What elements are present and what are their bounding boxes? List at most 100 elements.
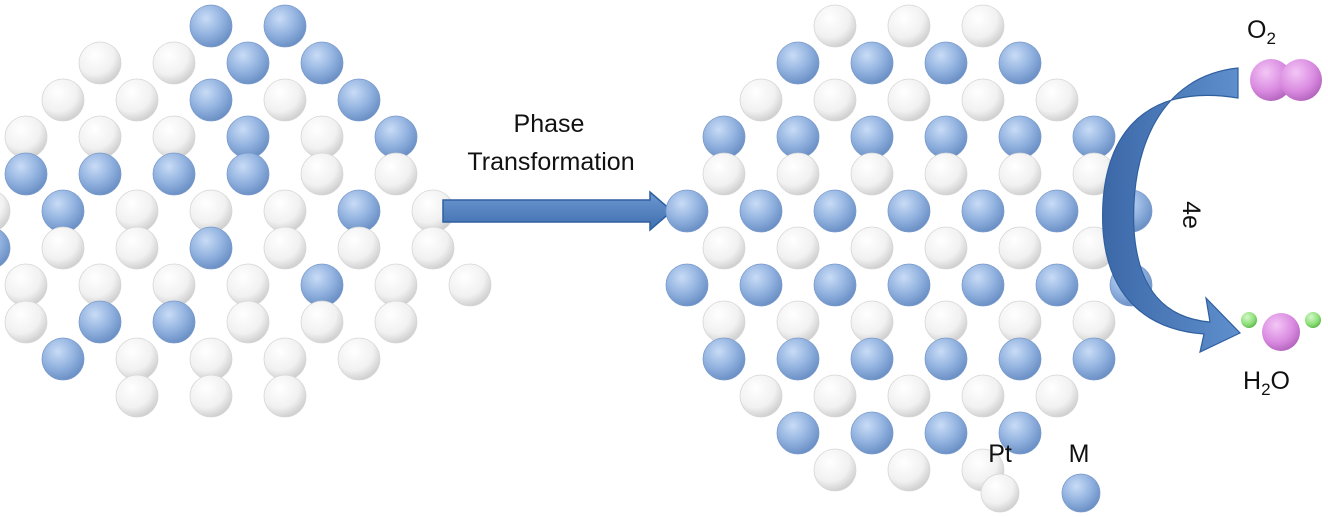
m-atom (41, 189, 85, 233)
pt-atom (263, 78, 307, 122)
m-atom (1072, 337, 1116, 381)
pt-atom (924, 152, 968, 196)
pt-atom (850, 226, 894, 270)
m-atom (813, 189, 857, 233)
m-atom (1035, 189, 1079, 233)
m-atom (924, 41, 968, 85)
pt-atom (813, 78, 857, 122)
pt-atom (776, 226, 820, 270)
m-atom (813, 263, 857, 307)
legend-label-pt: Pt (988, 440, 1012, 468)
pt-atom (448, 263, 492, 307)
pt-atom (115, 226, 159, 270)
m-atom (337, 189, 381, 233)
m-atom (374, 115, 418, 159)
pt-atom (961, 374, 1005, 418)
pt-atom (337, 226, 381, 270)
pt-atom (115, 78, 159, 122)
m-atom (152, 300, 196, 344)
m-atom (739, 263, 783, 307)
m-atom (998, 115, 1042, 159)
pt-atom (998, 300, 1042, 344)
m-atom (998, 411, 1042, 455)
h2o-molecule (1241, 312, 1321, 351)
m-atom (1035, 263, 1079, 307)
pt-atom (0, 192, 11, 230)
legend-swatch-pt (980, 473, 1020, 513)
m-atom (739, 189, 783, 233)
pt-atom (702, 226, 746, 270)
pt-atom (189, 189, 233, 233)
m-atom (924, 411, 968, 455)
pt-atom (887, 78, 931, 122)
pt-atom (887, 374, 931, 418)
m-atom (998, 41, 1042, 85)
m-atom (189, 4, 233, 48)
pt-atom (374, 263, 418, 307)
pt-atom (189, 374, 233, 418)
m-atom (300, 263, 344, 307)
pt-atom (4, 263, 48, 307)
pt-atom (189, 337, 233, 381)
o2-label: O2 (1247, 16, 1276, 48)
m-atom (1072, 115, 1116, 159)
pt-atom (152, 41, 196, 85)
arrow-right-icon (442, 190, 674, 232)
m-atom (998, 337, 1042, 381)
m-atom (189, 226, 233, 270)
pt-atom (887, 4, 931, 48)
pt-atom (115, 189, 159, 233)
pt-atom (263, 337, 307, 381)
m-atom (263, 4, 307, 48)
pt-atom (776, 152, 820, 196)
m-atom (776, 115, 820, 159)
pt-atom (1035, 374, 1079, 418)
m-atom (702, 115, 746, 159)
pt-atom (78, 115, 122, 159)
m-atom (78, 300, 122, 344)
pt-atom (702, 300, 746, 344)
pt-atom (411, 226, 455, 270)
pt-atom (152, 115, 196, 159)
m-atom (78, 152, 122, 196)
m-atom (702, 337, 746, 381)
pt-atom (887, 448, 931, 492)
pt-atom (300, 300, 344, 344)
m-atom (226, 152, 270, 196)
pt-atom (78, 41, 122, 85)
pt-atom (813, 374, 857, 418)
pt-atom (374, 152, 418, 196)
pt-atom (998, 152, 1042, 196)
h2o-label: H2O (1243, 367, 1290, 399)
m-atom (41, 337, 85, 381)
m-atom (152, 152, 196, 196)
m-atom (887, 189, 931, 233)
m-atom (776, 337, 820, 381)
pt-atom (850, 152, 894, 196)
m-atom (226, 115, 270, 159)
pt-atom (337, 337, 381, 381)
pt-atom (41, 226, 85, 270)
m-atom (850, 337, 894, 381)
arrow-label-line1: Phase (514, 110, 585, 138)
pt-atom (263, 189, 307, 233)
pt-atom (961, 4, 1005, 48)
pt-atom (115, 337, 159, 381)
curved-arrow-icon (1102, 67, 1242, 354)
pt-atom (41, 78, 85, 122)
pt-atom (998, 226, 1042, 270)
pt-atom (739, 78, 783, 122)
pt-atom (226, 263, 270, 307)
m-atom (850, 115, 894, 159)
m-atom (776, 411, 820, 455)
pt-atom (924, 226, 968, 270)
m-atom (300, 41, 344, 85)
m-atom (0, 229, 11, 267)
pt-atom (1035, 78, 1079, 122)
pt-atom (813, 448, 857, 492)
m-atom (887, 263, 931, 307)
pt-atom (4, 115, 48, 159)
o2-molecule (1250, 59, 1322, 101)
phase-transformation-arrow: Phase Transformation (442, 110, 674, 232)
pt-atom (702, 152, 746, 196)
